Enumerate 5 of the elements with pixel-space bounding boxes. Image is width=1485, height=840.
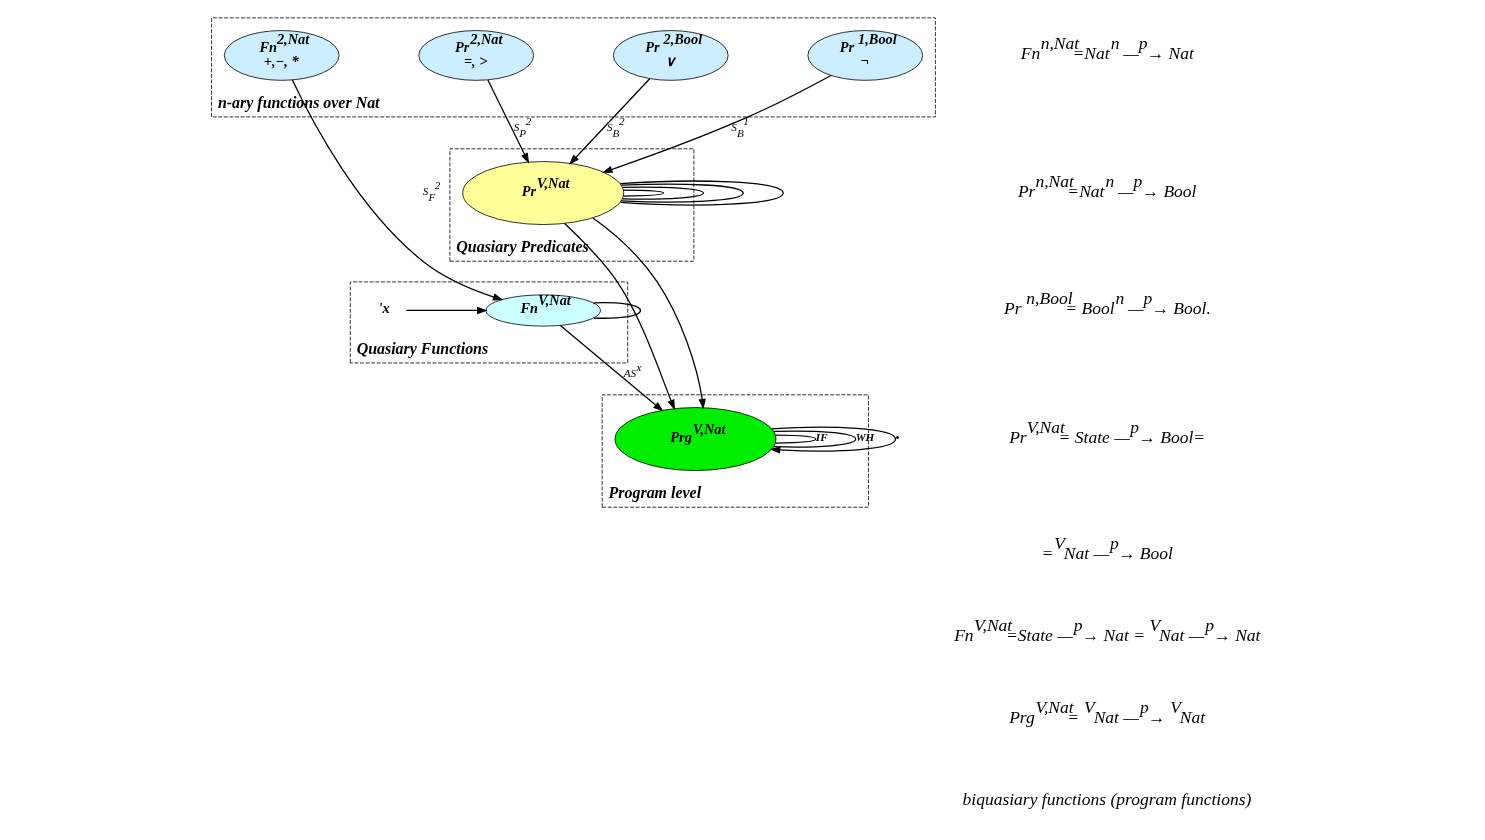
- label: biquasiary functions (program functions): [962, 789, 1252, 810]
- node-text: 'x: [378, 300, 390, 317]
- edge-label: WH: [855, 431, 875, 444]
- edge-label: IF: [815, 431, 828, 444]
- edge-label: •: [895, 431, 900, 444]
